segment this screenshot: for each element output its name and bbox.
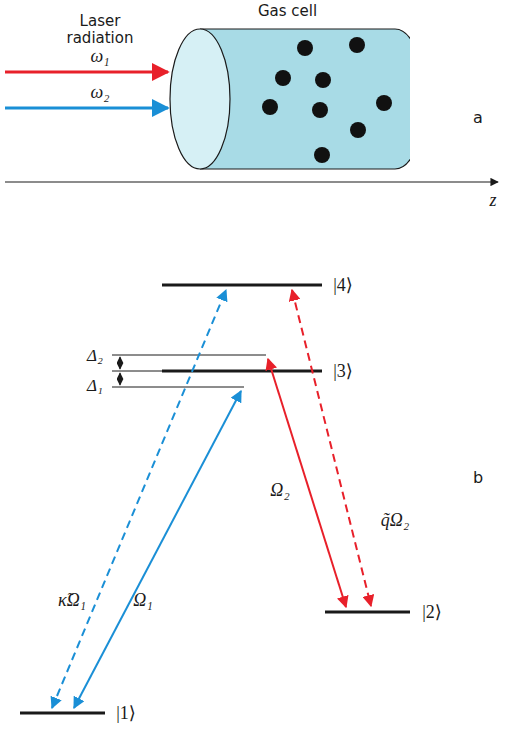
frequency-label: ω₁ (91, 46, 110, 67)
transition-omega2 (268, 359, 346, 607)
axis-label: z (489, 190, 496, 211)
laser-beam-blue (5, 107, 168, 110)
atom (350, 122, 366, 138)
rabi-label: q̃Ω₂ (381, 510, 409, 531)
detuning-label: Δ₁ (87, 376, 103, 396)
detuning-arrow (120, 373, 121, 378)
cylinder-window (170, 29, 230, 169)
atom (262, 99, 278, 115)
level-label: |2⟩ (422, 602, 442, 623)
virtual-level-lower (112, 387, 244, 388)
atom (376, 95, 392, 111)
atom (312, 102, 328, 118)
panel-letter: a (473, 109, 483, 127)
transition-omega1-dashed (52, 290, 226, 708)
transition-omega2-dashed (292, 290, 371, 606)
detuning-arrow (120, 357, 121, 362)
beam-caption: Laser radiation (55, 13, 145, 48)
node-heading: Gas cell (165, 2, 410, 20)
virtual-level-upper (112, 355, 266, 356)
atom (275, 70, 291, 86)
z-axis (5, 181, 498, 182)
cylinder-body (200, 29, 410, 169)
level-4 (162, 284, 322, 287)
level-3-tick (112, 371, 162, 372)
level-1 (20, 712, 105, 715)
atom (315, 72, 331, 88)
detuning-arrow (120, 380, 121, 385)
atom (297, 40, 313, 56)
level-3 (162, 370, 322, 373)
rabi-label: κ̃Ω₁ (58, 590, 86, 611)
panel-letter: b (473, 469, 483, 487)
atom (314, 147, 330, 163)
rabi-label: Ω₁ (133, 590, 152, 611)
level-label: |3⟩ (333, 361, 353, 382)
atom (349, 37, 365, 53)
transition-omega1 (74, 391, 241, 708)
gas-cell: Gas cell (165, 2, 410, 174)
detuning-label: Δ₂ (87, 346, 103, 366)
detuning-arrow (120, 364, 121, 369)
level-2 (325, 611, 410, 614)
laser-beam-red (5, 71, 168, 74)
cylinder-outline (165, 2, 410, 174)
frequency-label: ω₂ (91, 82, 110, 103)
rabi-label: Ω₂ (270, 480, 289, 501)
level-label: |1⟩ (116, 703, 136, 724)
level-label: |4⟩ (333, 275, 353, 296)
